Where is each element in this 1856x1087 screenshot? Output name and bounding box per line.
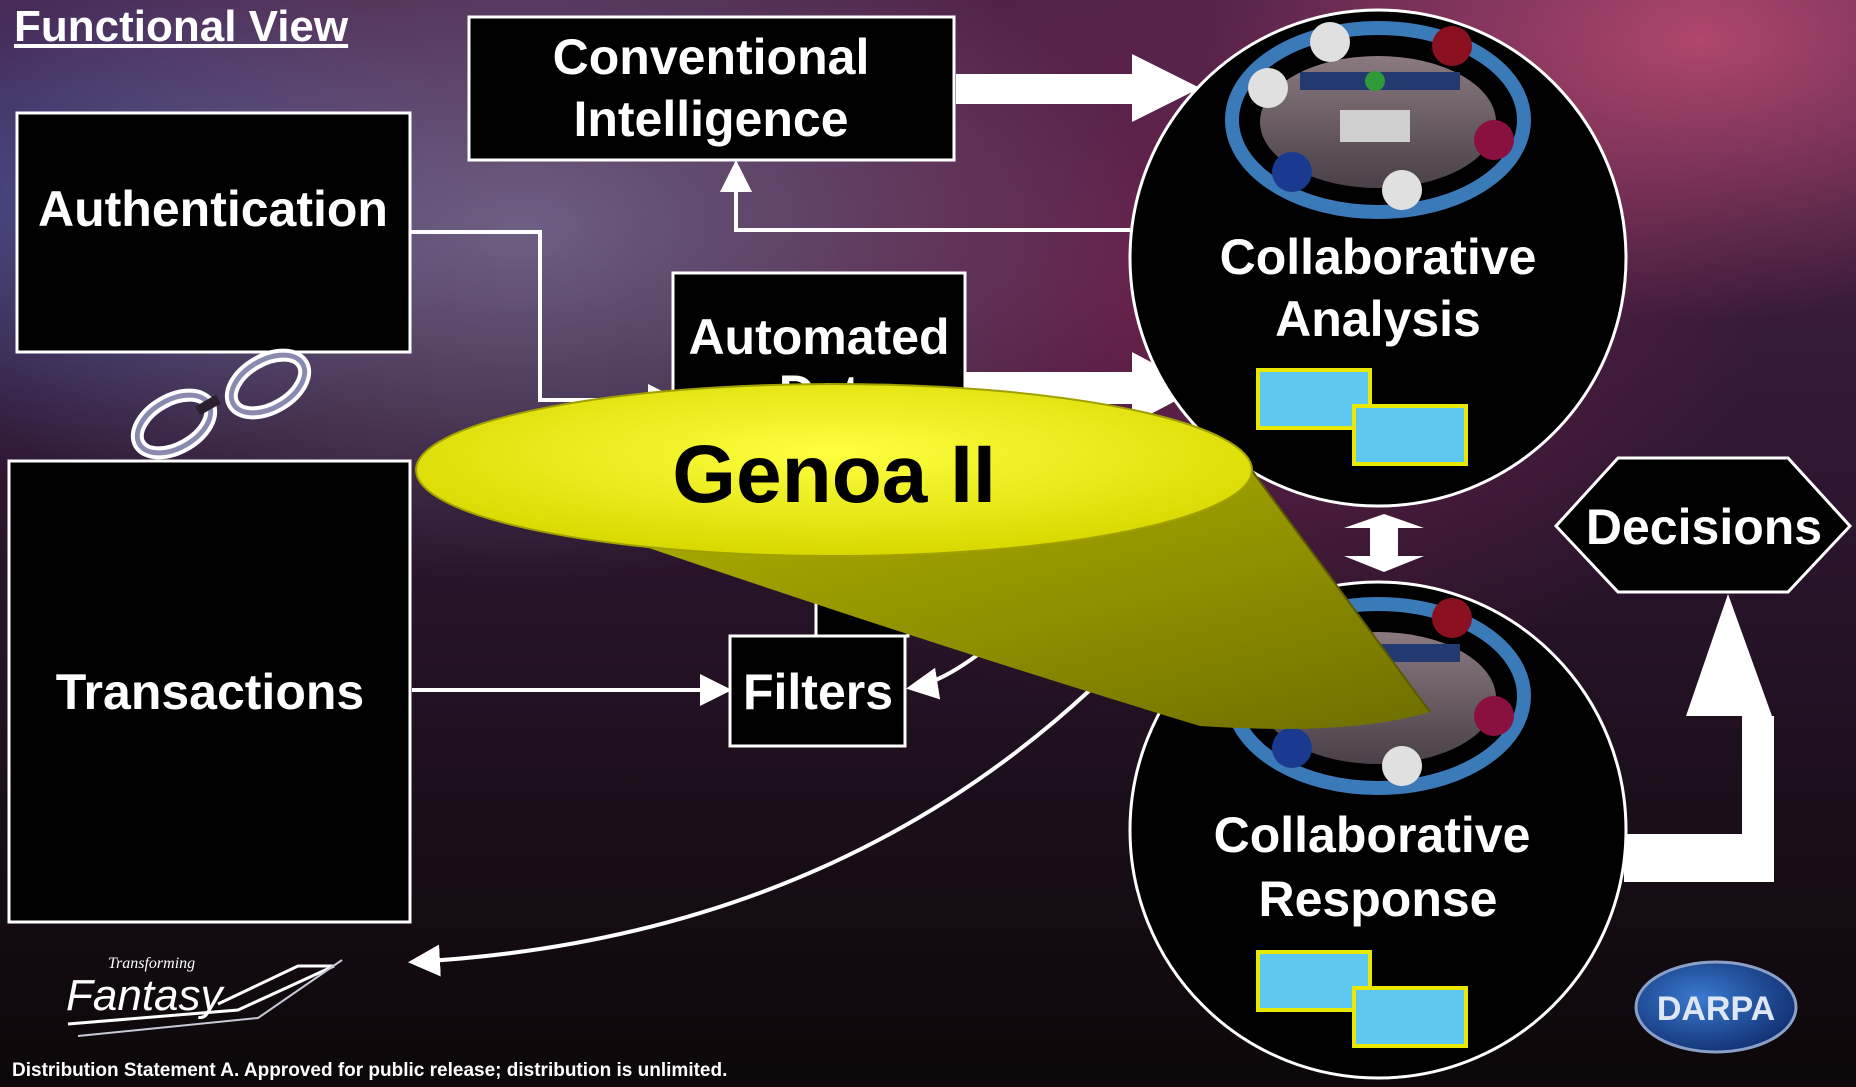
analysis-window-back (1256, 368, 1372, 430)
conventional-intelligence-line1: Conventional (553, 29, 870, 85)
distribution-statement: Distribution Statement A. Approved for p… (12, 1060, 728, 1081)
analysis-response-double-arrow (1344, 514, 1424, 572)
fantasy-logo-tagline: Transforming (108, 955, 195, 972)
filters-box: Filters (728, 634, 907, 748)
darpa-logo: DARPA (1634, 960, 1798, 1054)
analysis-to-intelligence-connector (720, 160, 1130, 232)
genoa-ii-cone: Genoa II (415, 383, 1431, 729)
fantasy-logo: Transforming Fantasy (66, 955, 343, 1037)
collaborative-response-line2: Response (1259, 871, 1498, 927)
automated-to-analysis-arrow (966, 352, 1200, 424)
genoa-ii-label: Genoa II (672, 429, 996, 520)
analysis-room-image (1225, 21, 1531, 219)
authentication-box: Authentication (15, 111, 412, 354)
collaborative-analysis-line1: Collaborative (1220, 229, 1537, 285)
collaborative-response-line1: Collaborative (1214, 807, 1531, 863)
conventional-intelligence-box: Conventional Intelligence (467, 15, 956, 162)
decisions-label: Decisions (1586, 499, 1822, 555)
automated-line1: Automated (688, 309, 949, 365)
response-window-back (1256, 950, 1372, 1012)
collaborative-analysis-line2: Analysis (1275, 291, 1481, 347)
conventional-intelligence-line2: Intelligence (573, 91, 848, 147)
fantasy-logo-text: Fantasy (66, 971, 226, 1020)
authentication-label: Authentication (38, 181, 388, 237)
filters-label: Filters (743, 664, 893, 720)
collaborative-analysis-node: Collaborative Analysis (1128, 8, 1628, 508)
darpa-logo-text: DARPA (1657, 990, 1775, 1028)
response-to-decisions-arrow-body (1624, 594, 1774, 882)
page-title: Functional View (14, 2, 349, 51)
intelligence-to-analysis-arrow (956, 54, 1200, 122)
auth-to-automated-connector (410, 230, 680, 416)
transactions-label: Transactions (56, 664, 364, 720)
transactions-box: Transactions (7, 459, 412, 924)
broken-chain-icon (130, 348, 312, 460)
response-window-front (1352, 986, 1468, 1048)
decisions-node: Decisions (1553, 456, 1853, 594)
analysis-window-front (1352, 404, 1468, 466)
curve-to-transactions-connector (408, 688, 1092, 977)
